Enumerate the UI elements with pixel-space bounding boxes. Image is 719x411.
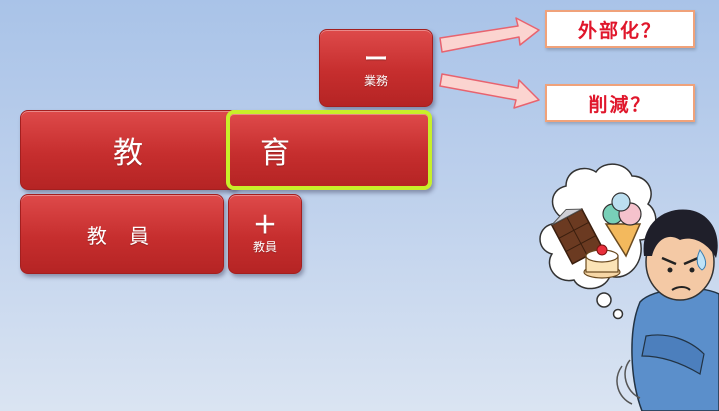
outsourcing-label-box: 外部化？ (545, 10, 695, 48)
education-iku-block: 育 (226, 110, 432, 190)
plus-symbol: ＋ (253, 211, 277, 239)
teachers-block: 教 員 (20, 194, 224, 274)
troubled-man (616, 209, 719, 411)
minus-symbol: ー (364, 45, 388, 73)
plus-teachers-block: ＋ 教員 (228, 194, 302, 274)
reduction-text: 削減？ (588, 93, 652, 116)
minus-business-block: ー 業務 (319, 29, 433, 107)
education-kyo-block: 教 (20, 110, 238, 190)
kyo-label: 教 (113, 136, 145, 171)
arrow-to-reduction (439, 73, 540, 109)
teachers-label: 教 員 (86, 223, 158, 248)
iku-label: 育 (260, 136, 292, 171)
outsourcing-text: 外部化？ (577, 19, 662, 42)
business-label: 業務 (363, 74, 388, 88)
sweets-group (550, 192, 642, 279)
plus-teachers-label: 教員 (252, 240, 277, 254)
reduction-label-box: 削減？ (545, 84, 695, 122)
arrow-to-outsourcing (439, 17, 540, 53)
